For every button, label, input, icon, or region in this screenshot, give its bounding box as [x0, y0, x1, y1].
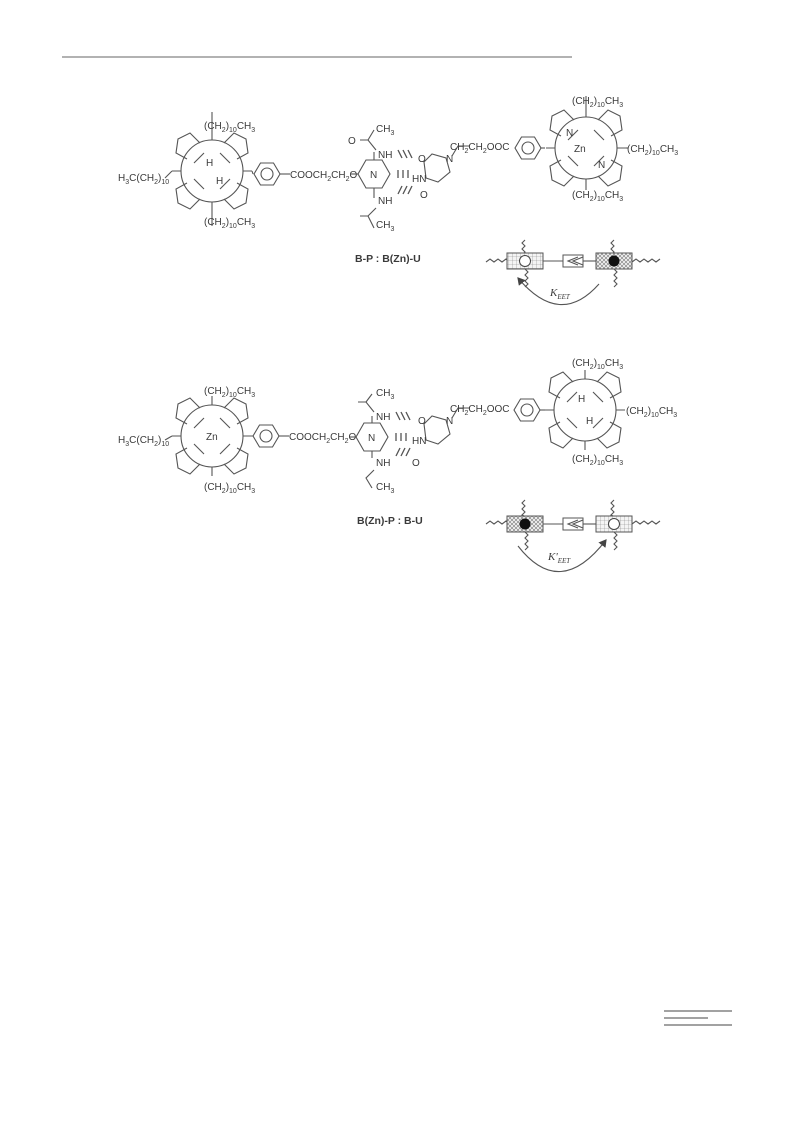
bottom-right-side-chain: (CH2)10CH3 [626, 406, 677, 419]
svg-text:O: O [418, 154, 426, 165]
hydrogen-bonds [397, 149, 413, 195]
bottom-left-metal: Zn [206, 432, 218, 443]
left-porphyrin-nh-lower: H [216, 176, 223, 187]
right-porphyrin-metal: Zn [574, 144, 586, 155]
svg-text:N: N [566, 128, 573, 139]
svg-text:NH: NH [376, 412, 390, 423]
acetyl-methyl-upper: CH3 [376, 124, 394, 137]
svg-text:O: O [420, 190, 428, 201]
right-linker: CH2CH2OOC [450, 142, 510, 155]
bottom-right-top-chain: (CH2)10CH3 [572, 358, 623, 371]
right-top-chain: (CH2)10CH3 [572, 96, 623, 109]
svg-text:O: O [412, 458, 420, 469]
left-porphyrin: H H (CH2)10CH3 (CH2)10CH3 H3C(CH2)10 COO… [118, 112, 358, 230]
top-caption: B-P : B(Zn)-U [355, 253, 421, 265]
bottom-hydrogen-bonded-pair: N NH CH3 NH CH3 O HN O N CH2CH2OOC [350, 388, 510, 495]
bottom-right-bottom-chain: (CH2)10CH3 [572, 454, 623, 467]
right-side-chain: (CH2)10CH3 [627, 144, 678, 157]
bottom-left-side-chain: H3C(CH2)10 [118, 435, 169, 448]
bottom-left-porphyrin: Zn (CH2)10CH3 (CH2)10CH3 H3C(CH2)10 COOC… [118, 386, 357, 495]
svg-text:CH2CH2OOC: CH2CH2OOC [450, 404, 510, 417]
footer-rules [664, 1010, 732, 1026]
right-bottom-chain: (CH2)10CH3 [572, 190, 623, 203]
top-transfer-label: KEET [549, 287, 571, 301]
svg-text:CH3: CH3 [376, 388, 394, 401]
bottom-transfer-arrow [517, 539, 607, 573]
svg-text:O: O [348, 136, 356, 147]
svg-text:H: H [578, 394, 585, 405]
bottom-left-top-chain: (CH2)10CH3 [204, 386, 255, 399]
pyridine-ring [357, 159, 391, 189]
left-porphyrin-nh-upper: H [206, 158, 213, 169]
svg-text:N: N [446, 416, 453, 427]
acetyl-methyl-lower: CH3 [376, 220, 394, 233]
svg-text:N: N [370, 170, 377, 181]
svg-text:N: N [446, 154, 453, 165]
amide-nh-lower: NH [378, 196, 392, 207]
top-schematic: KEET [485, 239, 661, 306]
top-scheme: H H (CH2)10CH3 (CH2)10CH3 H3C(CH2)10 COO… [118, 96, 678, 306]
left-side-chain: H3C(CH2)10 [118, 173, 169, 186]
left-bottom-chain: (CH2)10CH3 [204, 217, 255, 230]
svg-text:N: N [598, 160, 605, 171]
bottom-left-bottom-chain: (CH2)10CH3 [204, 482, 255, 495]
left-linker: COOCH2CH2O [290, 170, 358, 183]
hydrogen-bonded-pair: N NH O CH3 NH CH3 O HN O N CH2CH2OOC [348, 124, 510, 233]
svg-text:HN: HN [412, 174, 426, 185]
amide-nh-upper: NH [378, 150, 392, 161]
right-porphyrin: Zn N N (CH2)10CH3 (CH2)10CH3 (CH2)10CH3 [514, 96, 678, 203]
svg-text:HN: HN [412, 436, 426, 447]
svg-text:CH3: CH3 [376, 482, 394, 495]
bottom-left-linker: COOCH2CH2O [289, 432, 357, 445]
svg-text:H: H [586, 416, 593, 427]
bottom-right-porphyrin: H H (CH2)10CH3 (CH2)10CH3 (CH2)10CH3 [513, 358, 677, 467]
svg-text:NH: NH [376, 458, 390, 469]
top-transfer-arrow [517, 277, 600, 306]
bottom-schematic: K'EET [485, 499, 661, 573]
svg-text:N: N [368, 433, 375, 444]
bottom-caption: B(Zn)-P : B-U [357, 515, 423, 527]
svg-text:O: O [418, 416, 426, 427]
bottom-scheme: Zn (CH2)10CH3 (CH2)10CH3 H3C(CH2)10 COOC… [118, 358, 677, 573]
uracil-ring [423, 153, 451, 183]
bottom-transfer-label: K'EET [547, 551, 571, 565]
left-top-chain: (CH2)10CH3 [204, 121, 255, 134]
bottom-hydrogen-bonds [395, 411, 411, 457]
